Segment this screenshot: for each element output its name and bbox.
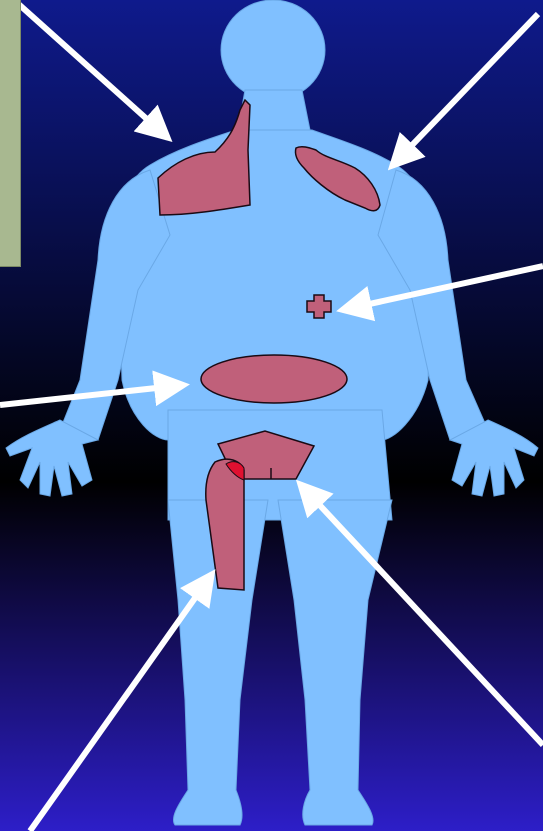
- side-panel: [0, 0, 21, 267]
- head: [221, 0, 325, 100]
- region-mid-abdomen: [201, 355, 347, 403]
